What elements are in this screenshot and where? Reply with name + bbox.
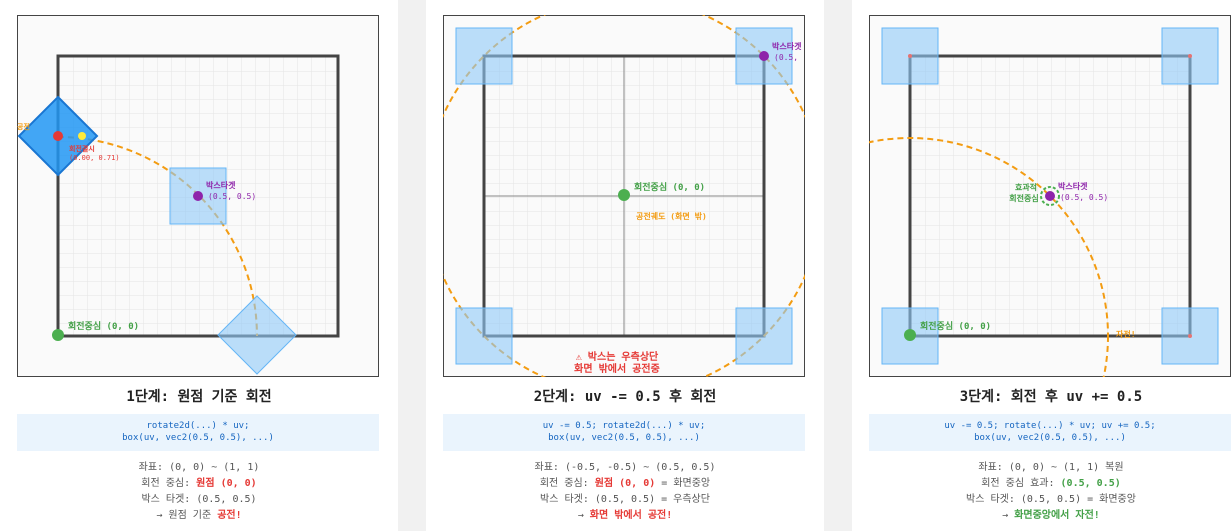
target-box xyxy=(169,167,227,225)
warning-line-1: ⚠ 박스는 우측상단 xyxy=(576,350,659,363)
box-bottom-left xyxy=(455,307,513,365)
info-coords: 좌표: (0, 0) ~ (1, 1) 복원 xyxy=(978,462,1124,473)
warning-line-2: 화면 밖에서 공전중 xyxy=(574,362,660,375)
panel-title: 3단계: 회전 후 uv += 0.5 xyxy=(959,389,1143,405)
orbit-arc xyxy=(57,136,258,337)
info-result: → 화면중앙에서 자전! xyxy=(1002,510,1100,521)
info-target: 박스 타겟: (0.5, 0.5) xyxy=(141,494,257,505)
orbit-circle xyxy=(869,137,1109,377)
code-line-1: uv -= 0.5; rotate(...) * uv; uv += 0.5; xyxy=(944,421,1156,431)
rotation-center-label: 회전중심 (0, 0) xyxy=(920,320,991,332)
box-target-label: 박스타겟 xyxy=(772,41,802,51)
box-target-coord: (0.5, 0.5) xyxy=(1060,193,1108,202)
effective-center-ring xyxy=(1040,186,1060,206)
screen-boundary xyxy=(56,54,340,338)
box-bottom-right xyxy=(735,307,793,365)
box-target-coord: (0.5, xyxy=(774,53,798,62)
effective-center-label-1: 효과적 xyxy=(1015,182,1037,192)
box-top-left xyxy=(455,27,513,85)
screen-boundary xyxy=(908,54,1192,338)
screen-boundary xyxy=(482,54,766,338)
info-coords: 좌표: (-0.5, -0.5) ~ (0.5, 0.5) xyxy=(534,462,716,473)
effective-center-label-2: 회전중심 xyxy=(1009,193,1038,203)
diagram-step2: 박스타겟 (0.5, 회전중심 (0, 0) 공전궤도 (화면 밖) ⚠ 박스는… xyxy=(443,15,805,377)
info-result: → 화면 밖에서 공전! xyxy=(577,510,673,521)
info-center: 회전 중심: 원점 (0, 0) xyxy=(141,478,257,489)
code-box: uv -= 0.5; rotate2d(...) * uv; box(uv, v… xyxy=(443,414,805,451)
orbit-label: 공전 xyxy=(17,122,30,131)
box-target-label: 박스타겟 xyxy=(206,180,236,190)
rotation-center-point xyxy=(52,329,64,341)
info-center: 회전 중심: 원점 (0, 0) = 화면중앙 xyxy=(539,478,711,489)
code-box: rotate2d(...) * uv; box(uv, vec2(0.5, 0.… xyxy=(17,414,379,451)
box-target-label: 박스타겟 xyxy=(1058,181,1088,191)
rotated-label: 회전결시 xyxy=(69,144,95,153)
corner-dot xyxy=(1188,334,1192,338)
orbiting-box-bottom xyxy=(217,295,297,375)
info-result: → 원점 기준 공전! xyxy=(156,510,242,521)
info-target: 박스 타겟: (0.5, 0.5) = 화면중앙 xyxy=(966,494,1136,505)
panel-step1: 공전 회전결시 (0.00, 0.71) 박스타겟 (0.5, 0.5) 회전중… xyxy=(0,0,398,531)
code-line-2: box(uv, vec2(0.5, 0.5), ...) xyxy=(974,433,1126,443)
box-target-point xyxy=(759,51,769,61)
info-center: 회전 중심 효과: (0.5, 0.5) xyxy=(981,478,1121,489)
code-line-1: uv -= 0.5; rotate2d(...) * uv; xyxy=(542,421,706,431)
rotation-center-point xyxy=(904,329,916,341)
code-line-1: rotate2d(...) * uv; xyxy=(146,421,250,431)
box-target-point xyxy=(193,191,203,201)
orbit-label: 공전궤도 (화면 밖) xyxy=(636,211,707,221)
panel-step2: 박스타겟 (0.5, 회전중심 (0, 0) 공전궤도 (화면 밖) ⚠ 박스는… xyxy=(426,0,824,531)
corner-dot xyxy=(1188,54,1192,58)
info-block: 좌표: (0, 0) ~ (1, 1) 복원 회전 중심 효과: (0.5, 0… xyxy=(852,460,1232,524)
rotated-point-red xyxy=(53,131,63,141)
rotation-center-label: 회전중심 (0, 0) xyxy=(68,320,139,332)
code-box: uv -= 0.5; rotate(...) * uv; uv += 0.5; … xyxy=(869,414,1231,451)
spin-label: 자전! xyxy=(1116,329,1136,339)
info-coords: 좌표: (0, 0) ~ (1, 1) xyxy=(138,462,260,473)
info-block: 좌표: (0, 0) ~ (1, 1) 회전 중심: 원점 (0, 0) 박스 … xyxy=(0,460,398,524)
diagram-step1: 공전 회전결시 (0.00, 0.71) 박스타겟 (0.5, 0.5) 회전중… xyxy=(17,15,379,377)
box-target-point xyxy=(1045,191,1055,201)
rotation-center-point xyxy=(618,189,630,201)
panel-title: 1단계: 원점 기준 회전 xyxy=(126,389,272,405)
box-top-right xyxy=(1161,27,1219,85)
corner-dot xyxy=(908,54,912,58)
rotated-coord: (0.00, 0.71) xyxy=(69,154,120,162)
info-target: 박스 타겟: (0.5, 0.5) = 우측상단 xyxy=(540,494,710,505)
diagram-step3: 박스타겟 (0.5, 0.5) 효과적 회전중심 회전중심 (0, 0) 자전! xyxy=(869,15,1231,377)
info-block: 좌표: (-0.5, -0.5) ~ (0.5, 0.5) 회전 중심: 원점 … xyxy=(426,460,824,524)
box-target-coord: (0.5, 0.5) xyxy=(208,192,256,201)
panel-step3: 박스타겟 (0.5, 0.5) 효과적 회전중심 회전중심 (0, 0) 자전!… xyxy=(852,0,1232,531)
rotated-point-yellow xyxy=(78,132,86,140)
rotation-center-label: 회전중심 (0, 0) xyxy=(634,181,705,193)
code-line-2: box(uv, vec2(0.5, 0.5), ...) xyxy=(548,433,700,443)
code-line-2: box(uv, vec2(0.5, 0.5), ...) xyxy=(122,433,274,443)
panel-title: 2단계: uv -= 0.5 후 회전 xyxy=(533,389,717,405)
